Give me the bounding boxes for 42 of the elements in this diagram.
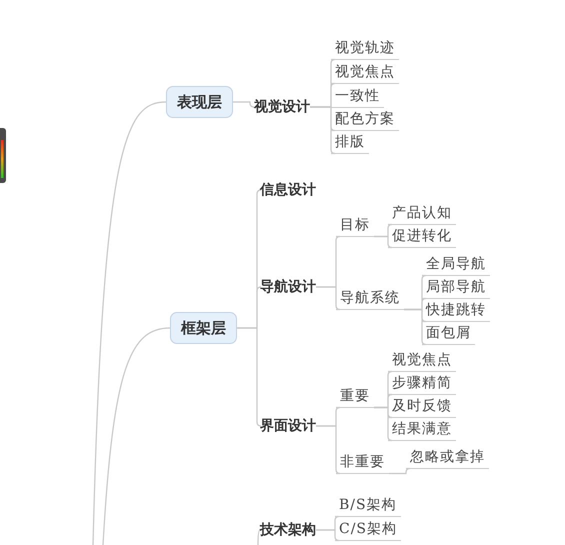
subtopic-label: 局部导航	[422, 277, 490, 299]
subtopic-label: 面包屑	[422, 323, 475, 345]
subtopic-label: 非重要	[336, 452, 389, 474]
subtopic-label: 重要	[336, 386, 374, 408]
branch-heading: 视觉设计	[254, 97, 310, 117]
connector-line	[92, 101, 166, 545]
subtopic-label: 结果满意	[388, 419, 456, 441]
connector-line	[404, 308, 427, 346]
connector-line	[233, 101, 255, 108]
branch-heading: 导航设计	[260, 277, 316, 297]
subtopic-label: 产品认知	[388, 203, 456, 225]
subtopic-label: 快捷跳转	[422, 300, 490, 322]
connector-line	[316, 425, 341, 474]
subtopic-label: 及时反馈	[388, 396, 456, 418]
subtopic-label: 目标	[336, 215, 374, 237]
connector-line	[316, 286, 341, 310]
branch-heading: 界面设计	[260, 416, 316, 436]
subtopic-label: C/S架构	[335, 519, 402, 541]
connector-line	[374, 406, 393, 442]
subtopic-label: B/S架构	[335, 495, 401, 517]
connector-line	[257, 530, 260, 545]
subtopic-label: 忽略或拿掉	[406, 447, 489, 469]
subtopic-label: 视觉焦点	[331, 62, 399, 84]
subtopic-label: 视觉焦点	[388, 350, 456, 372]
subtopic-label: 步骤精简	[388, 373, 456, 395]
branch-heading: 信息设计	[260, 180, 316, 200]
connector-line	[316, 529, 340, 542]
subtopic-label: 导航系统	[336, 288, 404, 310]
subtopic-label: 配色方案	[331, 109, 399, 131]
topic-box: 框架层	[170, 312, 237, 344]
connector-line	[389, 468, 411, 474]
connector-line	[310, 106, 336, 154]
subtopic-label: 视觉轨迹	[331, 38, 399, 60]
subtopic-label: 排版	[331, 132, 369, 154]
connector-line	[374, 236, 393, 248]
branch-heading: 技术架构	[260, 520, 316, 540]
connector-line	[102, 327, 170, 545]
topic-box: 表现层	[166, 86, 233, 118]
subtopic-label: 全局导航	[422, 254, 490, 276]
connector-line	[237, 327, 262, 427]
subtopic-label: 促进转化	[388, 226, 456, 248]
subtopic-label: 一致性	[331, 86, 384, 108]
